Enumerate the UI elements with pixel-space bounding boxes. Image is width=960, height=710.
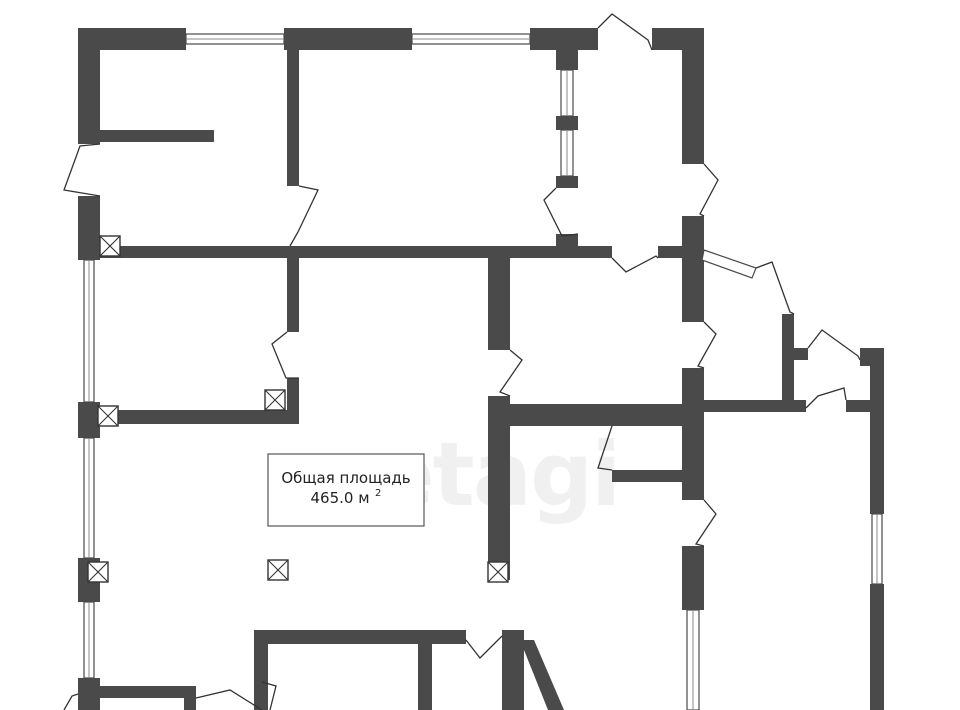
ventilation-shafts [87, 235, 509, 583]
total-area-value: 465.0 м [310, 489, 369, 507]
total-area-title: Общая площадь [281, 469, 410, 487]
doors [63, 13, 861, 710]
walls [78, 28, 884, 710]
windows [83, 33, 883, 710]
total-area-label: Общая площадь 465.0 м 2 [267, 453, 425, 527]
total-area-unit-superscript: 2 [375, 488, 381, 499]
